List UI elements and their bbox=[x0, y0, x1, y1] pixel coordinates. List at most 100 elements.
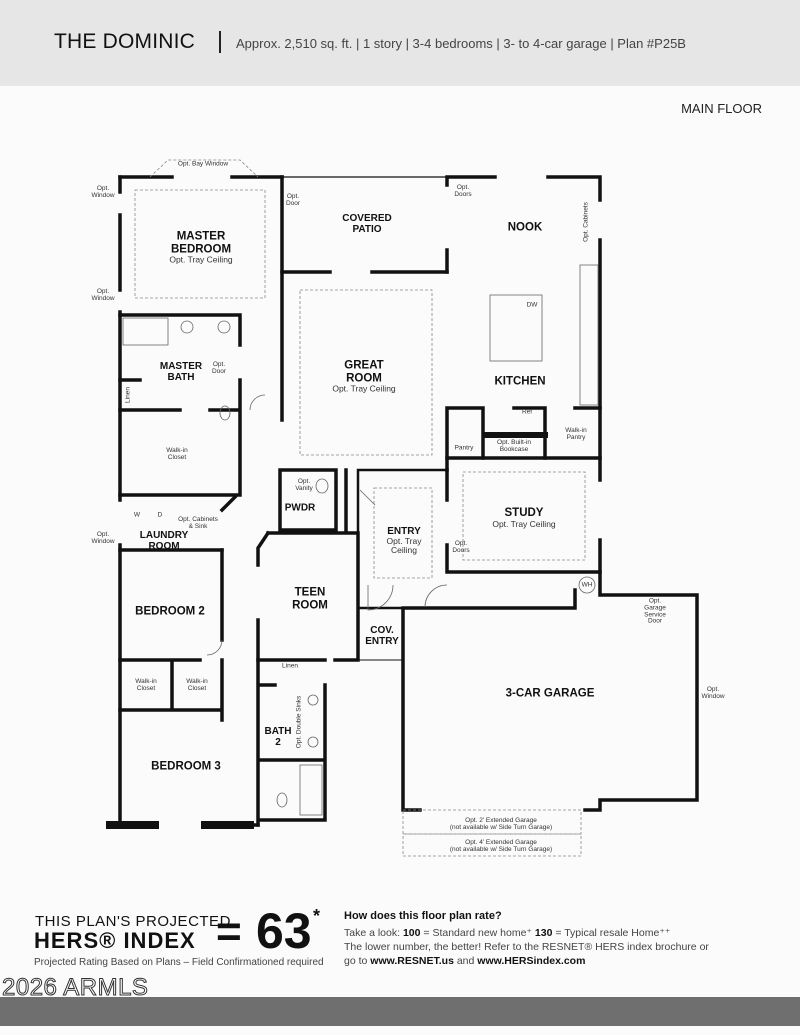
kitchen-island bbox=[489, 294, 543, 362]
rating-line-1: Take a look: 100 = Standard new home⁺ 13… bbox=[344, 926, 724, 940]
shower bbox=[122, 317, 169, 346]
room-note: Opt. Tray Ceiling bbox=[386, 536, 422, 556]
toilet bbox=[219, 405, 231, 421]
standard-value: 100 bbox=[402, 927, 421, 939]
tray-entry bbox=[373, 487, 433, 579]
sink bbox=[180, 320, 194, 334]
room-teen-room: TEEN ROOM bbox=[292, 586, 328, 611]
note-extended-garage-2ft: Opt. 2' Extended Garage (not available w… bbox=[449, 817, 553, 831]
toilet bbox=[315, 478, 329, 494]
toilet bbox=[276, 792, 288, 808]
note-extended-garage-4ft: Opt. 4' Extended Garage (not available w… bbox=[449, 839, 553, 853]
wall-garage bbox=[401, 570, 699, 812]
title-separator bbox=[219, 31, 221, 53]
note-bookcase: Opt. Built-in Bookcase bbox=[497, 439, 531, 453]
note-walk-in-closet: Walk-in Closet bbox=[186, 678, 208, 692]
note-double-sinks: Opt. Double Sinks bbox=[295, 695, 303, 749]
note-window: Opt. Window bbox=[91, 185, 115, 199]
bathtub bbox=[299, 764, 323, 816]
room-note: Opt. Tray Ceiling bbox=[492, 518, 556, 529]
note-doors: Opt. Doors bbox=[454, 184, 472, 198]
text: go to bbox=[344, 955, 371, 967]
room-covered-patio: COVERED PATIO bbox=[342, 213, 391, 235]
note-cabinets: Opt. Cabinets bbox=[582, 202, 590, 242]
room-name: MASTER BEDROOM bbox=[170, 230, 232, 256]
room-name: LAUNDRY ROOM bbox=[139, 530, 189, 552]
resale-value: 130 bbox=[534, 927, 553, 939]
door-swing bbox=[206, 394, 448, 656]
room-name: STUDY bbox=[504, 507, 544, 520]
note-bay-window: Opt. Bay Window bbox=[177, 160, 229, 168]
sink bbox=[307, 736, 319, 748]
fixtures bbox=[122, 264, 599, 816]
tray-master bbox=[134, 189, 266, 299]
note-cabinets-sink: Opt. Cabinets & Sink bbox=[178, 516, 218, 530]
room-name: 3-CAR GARAGE bbox=[505, 687, 595, 700]
hers-heading: THIS PLAN'S PROJECTED bbox=[35, 913, 231, 930]
hers-index-label: HERS® INDEX bbox=[34, 928, 196, 953]
rating-line-2: The lower number, the better! Refer to t… bbox=[344, 941, 709, 953]
wall-kitchen-bottom bbox=[445, 406, 602, 472]
note-linen: Linen bbox=[124, 387, 132, 403]
room-pwdr: PWDR bbox=[285, 503, 316, 514]
note-door: Opt. Door bbox=[211, 361, 227, 375]
text: = Typical resale Home⁺⁺ bbox=[552, 927, 671, 939]
tray-study bbox=[462, 471, 586, 561]
room-note: Opt. Tray Ceiling bbox=[169, 254, 233, 265]
note-linen: Linen bbox=[282, 662, 298, 670]
text: and bbox=[453, 955, 478, 967]
wall-master-bath bbox=[118, 313, 242, 497]
room-name: NOOK bbox=[507, 221, 543, 234]
bay-window bbox=[149, 159, 259, 178]
room-name: BEDROOM 2 bbox=[135, 605, 205, 618]
kitchen-counter bbox=[579, 264, 599, 406]
resnet-link[interactable]: www.RESNET.us bbox=[370, 955, 454, 967]
plan-title: THE DOMINIC bbox=[54, 30, 196, 53]
note-walk-in-pantry: Walk-in Pantry bbox=[565, 427, 587, 441]
hers-value: 63 bbox=[256, 903, 312, 959]
note-washer: W bbox=[133, 511, 141, 519]
note-pantry: Pantry bbox=[454, 444, 474, 452]
note-dishwasher: DW bbox=[526, 301, 538, 309]
rating-text: Take a look: 100 = Standard new home⁺ 13… bbox=[344, 926, 724, 968]
room-bedroom-2: BEDROOM 2 bbox=[135, 606, 205, 619]
tray-great bbox=[299, 289, 433, 456]
room-nook: NOOK bbox=[508, 222, 543, 235]
sink bbox=[217, 320, 231, 334]
room-bedroom-3: BEDROOM 3 bbox=[151, 761, 221, 774]
tray-ceilings bbox=[134, 159, 586, 857]
room-name: TEEN ROOM bbox=[292, 586, 328, 611]
note-doors: Opt. Doors bbox=[452, 540, 470, 554]
sink bbox=[307, 694, 319, 706]
note-vanity: Opt. Vanity bbox=[295, 478, 313, 492]
plan-subtitle: Approx. 2,510 sq. ft. | 1 story | 3-4 be… bbox=[236, 36, 686, 51]
header-band: THE DOMINIC Approx. 2,510 sq. ft. | 1 st… bbox=[0, 0, 800, 86]
room-name: BEDROOM 3 bbox=[151, 760, 221, 773]
note-water-heater: WH bbox=[581, 581, 593, 589]
ext-garage-2ft bbox=[402, 809, 582, 835]
room-name: MASTER BATH bbox=[159, 361, 203, 383]
wall-bath2 bbox=[256, 658, 327, 827]
hers-equals: = bbox=[216, 907, 242, 956]
room-note: Opt. Tray Ceiling bbox=[332, 383, 396, 394]
wall-bedroom2 bbox=[118, 548, 224, 722]
wall-laundry bbox=[118, 494, 238, 552]
room-name: COV. ENTRY bbox=[365, 625, 399, 647]
room-kitchen: KITCHEN bbox=[494, 376, 545, 389]
room-garage: 3-CAR GARAGE bbox=[506, 688, 595, 701]
hersindex-link[interactable]: www.HERSindex.com bbox=[477, 955, 586, 967]
walls bbox=[106, 175, 699, 829]
note-window: Opt. Window bbox=[701, 686, 725, 700]
wall-pwdr bbox=[278, 468, 348, 532]
room-name: COVERED PATIO bbox=[342, 213, 392, 235]
room-name: PWDR bbox=[284, 502, 316, 514]
text: = Standard new home⁺ bbox=[420, 927, 535, 939]
room-name: ENTRY bbox=[387, 526, 421, 538]
room-name: BATH 2 bbox=[264, 726, 292, 748]
wall-nook bbox=[445, 175, 602, 410]
watermark: 2026 ARMLS bbox=[1, 974, 149, 1002]
